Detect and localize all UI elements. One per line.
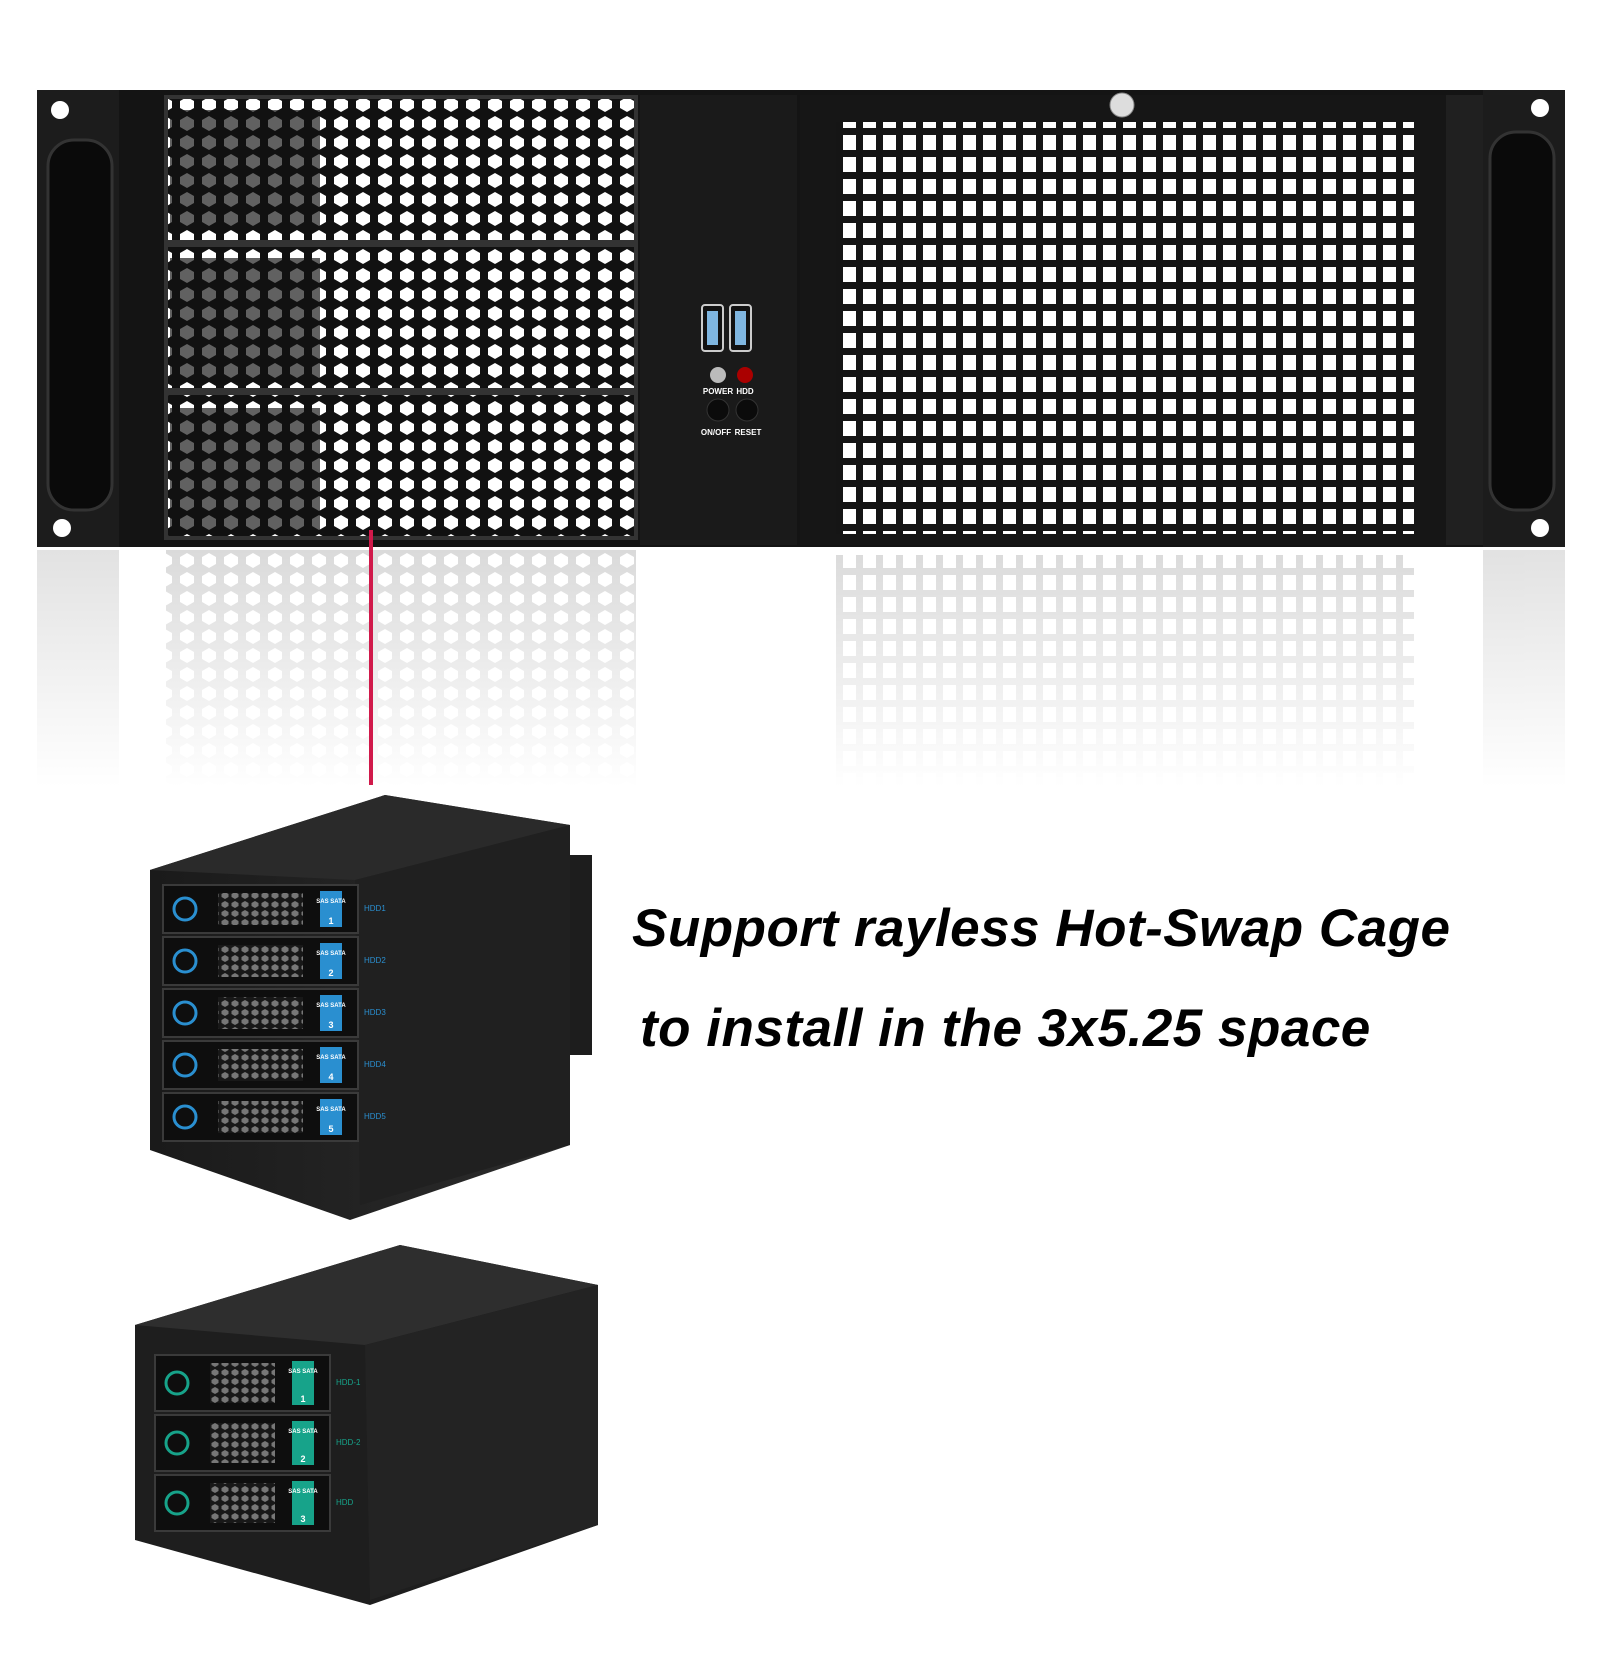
caption-line-1: Support rayless Hot-Swap Cage xyxy=(632,899,1451,958)
caption-line-2: to install in the 3x5.25 space xyxy=(640,999,1371,1058)
drive-tray[interactable]: SAS SATA 2 xyxy=(162,936,359,986)
bay-number: 3 xyxy=(300,1514,305,1524)
drive-tray[interactable]: SAS SATA 1 xyxy=(154,1354,331,1412)
badge-text: SAS SATA xyxy=(288,1429,318,1435)
badge-text: SAS SATA xyxy=(316,951,346,957)
hdd-label: HDD xyxy=(736,387,754,396)
bay-number: 1 xyxy=(328,916,333,926)
bay-side-label: HDD5 xyxy=(364,1112,386,1121)
left-handle[interactable] xyxy=(46,138,114,512)
badge-text: SAS SATA xyxy=(316,899,346,905)
bay-side-label: HDD-2 xyxy=(336,1438,361,1447)
bay-number: 5 xyxy=(328,1124,333,1134)
bay-badge xyxy=(320,891,342,927)
badge-text: SAS SATA xyxy=(316,1055,346,1061)
hdd-led xyxy=(737,367,753,383)
mount-hole xyxy=(53,519,71,537)
bay-badge xyxy=(320,1099,342,1135)
bay-side-label: HDD xyxy=(336,1498,354,1507)
tray-release-icon[interactable] xyxy=(164,1490,190,1516)
bay-badge xyxy=(320,943,342,979)
bay-number: 4 xyxy=(328,1072,333,1082)
mount-hole xyxy=(1531,99,1549,117)
bay-number: 3 xyxy=(328,1020,333,1030)
power-led xyxy=(710,367,726,383)
tray-release-icon[interactable] xyxy=(172,1052,198,1078)
bay-side-label: HDD-1 xyxy=(336,1378,361,1387)
tray-release-icon[interactable] xyxy=(164,1370,190,1396)
bay-side-label: HDD1 xyxy=(364,904,386,913)
front-io-panel: POWER HDD ON/OFF RESET xyxy=(640,95,797,545)
badge-text: SAS SATA xyxy=(288,1489,318,1495)
rack-chassis: POWER HDD ON/OFF RESET xyxy=(37,90,1565,547)
bay-badge xyxy=(320,995,342,1031)
tray-release-icon[interactable] xyxy=(172,1000,198,1026)
tray-release-icon[interactable] xyxy=(172,948,198,974)
drive-tray[interactable]: SAS SATA 1 xyxy=(162,884,359,934)
onoff-label: ON/OFF xyxy=(701,428,731,437)
mount-hole xyxy=(51,101,69,119)
drive-tray[interactable]: SAS SATA 5 xyxy=(162,1092,359,1142)
bay-badge xyxy=(292,1421,314,1465)
reset-button[interactable] xyxy=(735,398,759,422)
bay-side-label: HDD2 xyxy=(364,956,386,965)
badge-text: SAS SATA xyxy=(288,1369,318,1375)
drive-tray[interactable]: SAS SATA 4 xyxy=(162,1040,359,1090)
bay-badge xyxy=(292,1481,314,1525)
bay-badge xyxy=(320,1047,342,1083)
power-label: POWER xyxy=(703,387,733,396)
power-button[interactable] xyxy=(706,398,730,422)
badge-text: SAS SATA xyxy=(316,1003,346,1009)
bay-number: 2 xyxy=(328,968,333,978)
drive-bay-covers xyxy=(164,95,638,540)
bay-side-label: HDD4 xyxy=(364,1060,386,1069)
bay-side-label: HDD3 xyxy=(364,1008,386,1017)
drive-tray[interactable]: SAS SATA 3 xyxy=(162,988,359,1038)
drive-tray[interactable]: SAS SATA 2 xyxy=(154,1414,331,1472)
tray-release-icon[interactable] xyxy=(172,896,198,922)
bay-number: 1 xyxy=(300,1394,305,1404)
badge-text: SAS SATA xyxy=(316,1107,346,1113)
ventilation-grille xyxy=(836,122,1414,534)
tray-release-icon[interactable] xyxy=(172,1104,198,1130)
tray-release-icon[interactable] xyxy=(164,1430,190,1456)
mount-hole xyxy=(1531,519,1549,537)
right-handle[interactable] xyxy=(1488,130,1556,512)
bay-number: 2 xyxy=(300,1454,305,1464)
reset-label: RESET xyxy=(735,428,762,437)
bay-badge xyxy=(292,1361,314,1405)
lock-icon[interactable] xyxy=(1109,92,1135,118)
drive-tray[interactable]: SAS SATA 3 xyxy=(154,1474,331,1532)
